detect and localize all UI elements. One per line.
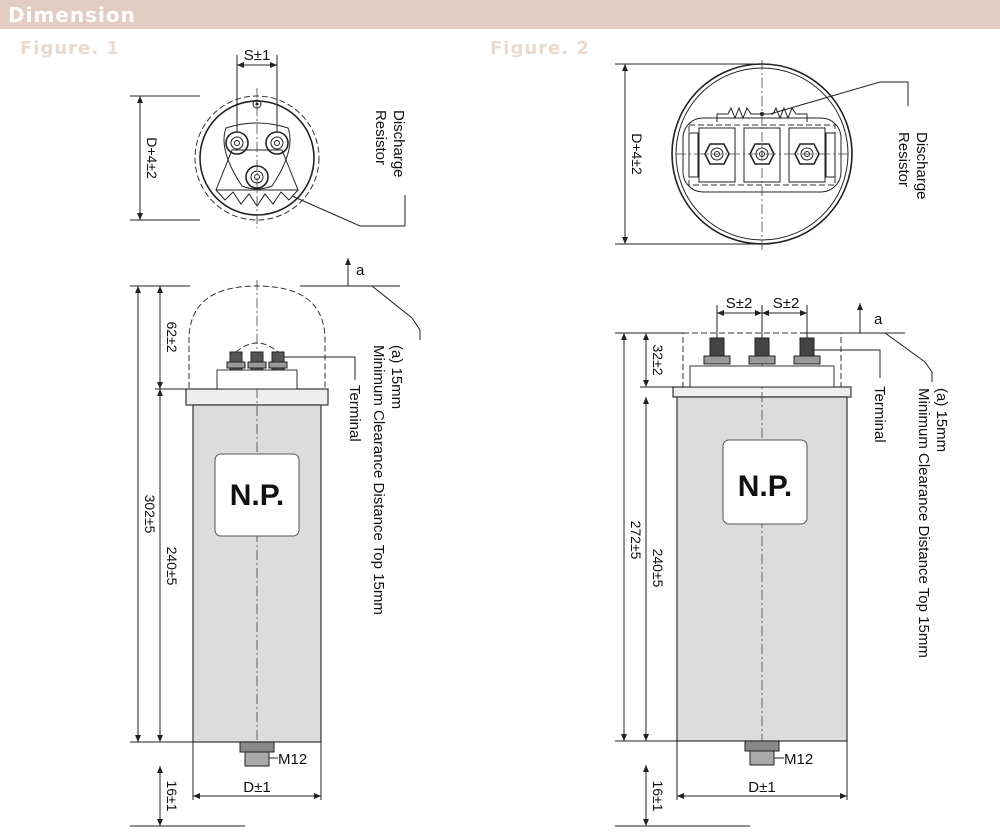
body-height-label: 240±5 — [164, 547, 180, 586]
clearance-label-line1: (a) 15mm — [933, 388, 950, 452]
stud-height-label: 16±1 — [650, 780, 666, 811]
terminal-nut-icon — [265, 131, 289, 155]
clearance-label-line2: Minimum Clearance Distance Top 15mm — [370, 345, 387, 615]
terminal-bolt-icon — [247, 351, 267, 371]
diameter-label: D±1 — [243, 779, 270, 796]
figure-1-label: Figure. 1 — [20, 38, 120, 59]
top-spacing-label: S±1 — [244, 47, 271, 64]
figure-2-top-view: D+4±2 Discharge Resistor — [615, 60, 930, 250]
terminal-bolt-icon — [793, 337, 821, 365]
clearance-label-line2: Minimum Clearance Distance Top 15mm — [915, 388, 932, 658]
stud-label: M12 — [784, 751, 813, 768]
discharge-label-line2: Resistor — [372, 110, 389, 165]
header-bar: Dimension — [0, 0, 1000, 29]
terminal-label: Terminal — [346, 385, 363, 442]
mounting-stud-icon — [744, 740, 780, 766]
terminal-base — [689, 365, 835, 388]
terminal-block — [223, 122, 291, 190]
top-diameter-label: D+4±2 — [144, 137, 160, 179]
top-diameter-label: D+4±2 — [629, 133, 645, 175]
figure-2-side-view: S±2 S±2 N.P. M12 D±1 32±2 2 — [615, 295, 950, 827]
terminal-nut-icon — [225, 131, 249, 155]
terminal-bolt-icon — [703, 337, 731, 365]
vent-hole-center — [255, 102, 259, 106]
figure-2-label: Figure. 2 — [490, 38, 590, 59]
spacing-right-label: S±2 — [773, 295, 800, 312]
discharge-label-line2: Resistor — [895, 132, 912, 187]
terminal-bolt-icon — [748, 337, 776, 365]
nameplate-box — [722, 439, 808, 525]
figure-1: S±1 D+4±2 Discharge Resistor — [130, 47, 421, 827]
section-title: Dimension — [8, 3, 136, 27]
total-height-label: 302±5 — [142, 495, 158, 534]
resistor-outline — [215, 149, 299, 191]
terminal-base — [216, 369, 298, 390]
terminal-bolt-icon — [226, 351, 246, 371]
terminal-label: Terminal — [871, 386, 888, 443]
terminal-nut-icon — [698, 127, 736, 183]
terminal-bolt-icon — [268, 351, 288, 371]
nameplate-box — [214, 453, 300, 537]
terminal-height-label: 32±2 — [650, 344, 666, 375]
clearance-a-label: a — [356, 262, 365, 279]
discharge-label-line1: Discharge — [913, 132, 930, 200]
figure-2: D+4±2 Discharge Resistor — [615, 60, 950, 827]
discharge-label-line1: Discharge — [390, 110, 407, 178]
figure-1-side-view: N.P. M12 D±1 62±2 302±5 240±5 — [130, 258, 421, 827]
nameplate-text: N.P. — [738, 470, 792, 503]
clearance-label-line1: (a) 15mm — [388, 345, 405, 409]
body-height-label: 240±5 — [650, 549, 666, 588]
clearance-a-label: a — [874, 311, 883, 328]
spacing-left-label: S±2 — [726, 295, 753, 312]
stud-height-label: 16±1 — [164, 780, 180, 811]
mounting-stud-icon — [239, 741, 275, 767]
terminal-height-label: 62±2 — [164, 321, 180, 352]
figure-1-top-view: S±1 D+4±2 Discharge Resistor — [130, 47, 407, 228]
total-height-label: 272±5 — [628, 521, 644, 560]
stud-label: M12 — [278, 751, 307, 768]
diameter-label: D±1 — [748, 779, 775, 796]
nameplate-text: N.P. — [230, 479, 284, 512]
terminal-nut-icon — [788, 127, 826, 183]
